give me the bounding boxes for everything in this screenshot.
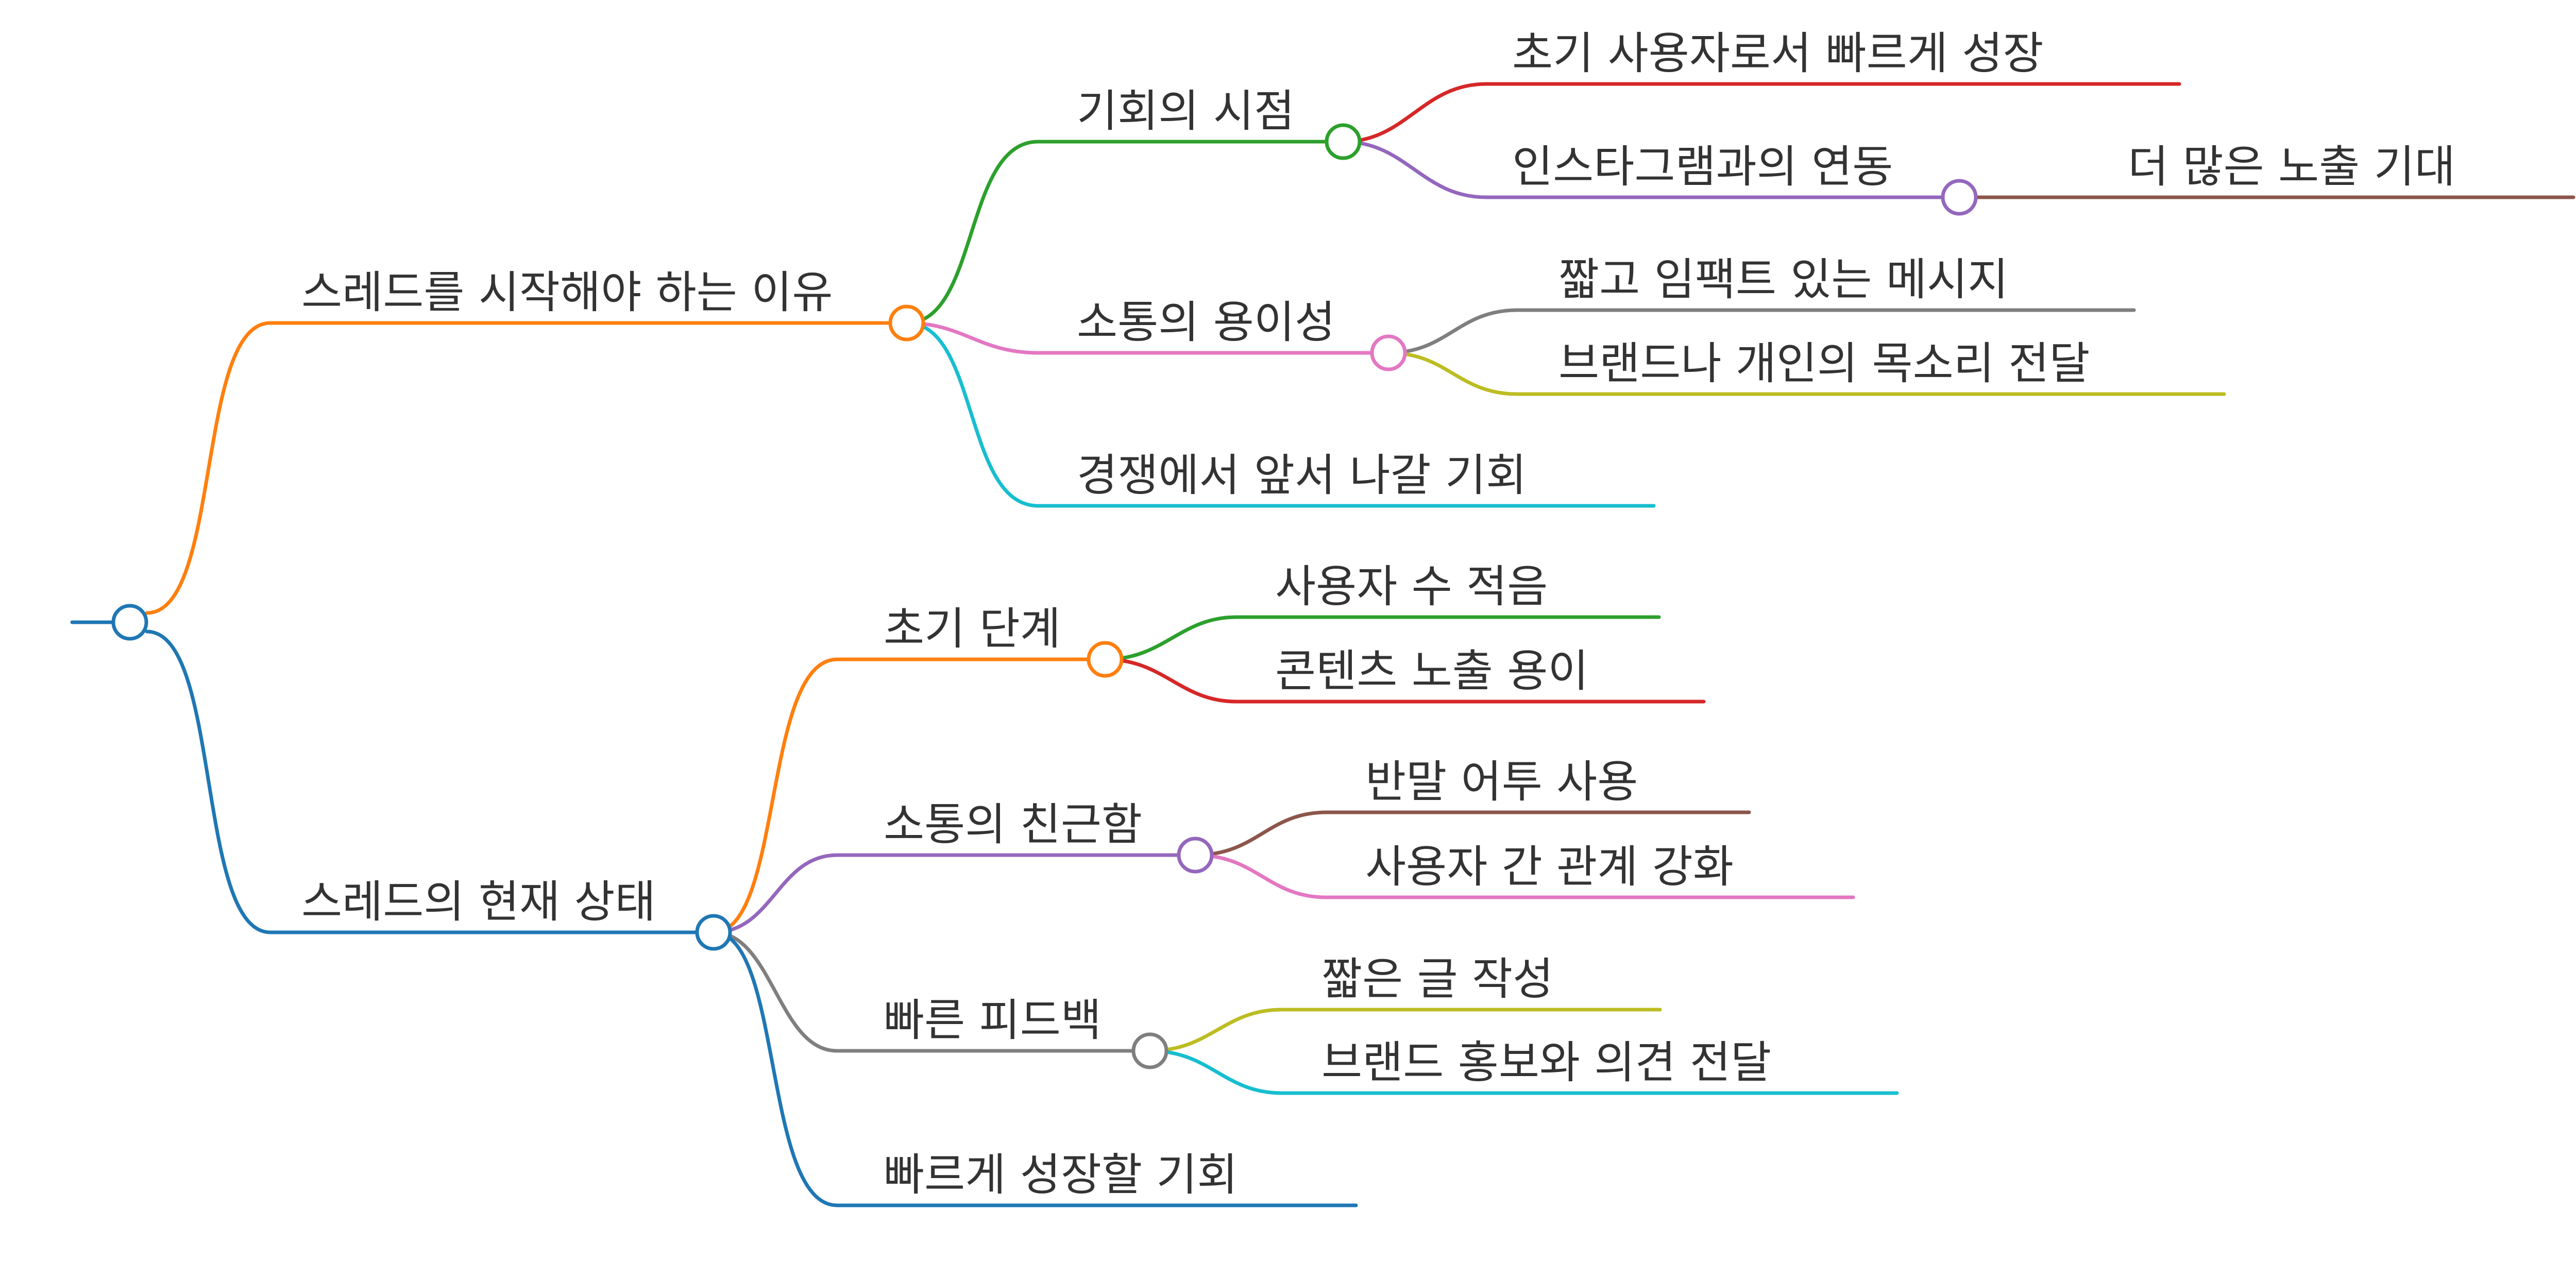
edge-reasons-compete: [905, 321, 1656, 508]
label-more-exposure: 더 많은 노출 기대: [2128, 141, 2455, 193]
edge-status-early: [711, 657, 1107, 934]
edge-status-feedback: [711, 930, 1152, 1053]
node-status[interactable]: [695, 914, 732, 951]
label-short-posts: 짧은 글 작성: [1321, 953, 1553, 1005]
label-impact-message: 짧고 임팩트 있는 메시지: [1558, 254, 2008, 305]
node-timing[interactable]: [1325, 123, 1362, 160]
label-casual-speech: 반말 어투 사용: [1365, 756, 1638, 808]
edge-reasons-ease: [905, 321, 1391, 355]
edge-friendly-casual: [1193, 810, 1751, 857]
label-growth: 초기 사용자로서 빠르게 성장: [1512, 28, 2043, 79]
label-early: 초기 단계: [884, 603, 1061, 655]
node-insta[interactable]: [1941, 179, 1978, 216]
label-feedback: 빠른 피드백: [884, 995, 1101, 1046]
label-voice: 브랜드나 개인의 목소리 전달: [1558, 338, 2090, 389]
edge-status-friendly: [711, 853, 1197, 934]
edge-timing-insta: [1341, 140, 1961, 199]
edge-timing-growth: [1341, 82, 2181, 144]
label-friendly: 소통의 친근함: [884, 799, 1142, 850]
label-promo-opinion: 브랜드 홍보와 의견 전달: [1321, 1037, 1771, 1088]
node-friendly[interactable]: [1177, 837, 1214, 874]
root-node[interactable]: [111, 604, 148, 641]
node-early[interactable]: [1087, 641, 1124, 678]
label-relations: 사용자 간 관계 강화: [1365, 841, 1734, 893]
label-few-users: 사용자 수 적음: [1275, 561, 1548, 612]
edge-early-users: [1103, 615, 1661, 661]
label-timing: 기회의 시점: [1077, 86, 1295, 137]
node-ease[interactable]: [1370, 334, 1407, 371]
label-content-exposure: 콘텐츠 노출 용이: [1275, 645, 1589, 697]
edge-friendly-relations: [1193, 853, 1855, 899]
label-growth-opportunity: 빠르게 성장할 기회: [884, 1149, 1238, 1201]
edge-ease-message: [1386, 308, 2136, 355]
edge-feedback-promo: [1148, 1049, 1899, 1095]
label-status: 스레드의 현재 상태: [301, 876, 656, 928]
edge-reasons-timing: [905, 140, 1345, 325]
edge-root-status: [145, 629, 716, 934]
label-insta: 인스타그램과의 연동: [1512, 141, 1893, 193]
edge-early-exposure: [1103, 657, 1706, 704]
label-ease: 소통의 용이성: [1077, 297, 1335, 348]
label-compete: 경쟁에서 앞서 나갈 기회: [1077, 450, 1527, 501]
edge-root-reasons: [145, 321, 909, 615]
edge-status-opportunity: [711, 930, 1358, 1207]
label-reasons: 스레드를 시작해야 하는 이유: [301, 267, 833, 318]
edge-ease-voice: [1386, 351, 2226, 396]
node-reasons[interactable]: [888, 304, 925, 342]
edge-feedback-short: [1148, 1008, 1662, 1053]
node-feedback[interactable]: [1131, 1032, 1168, 1069]
